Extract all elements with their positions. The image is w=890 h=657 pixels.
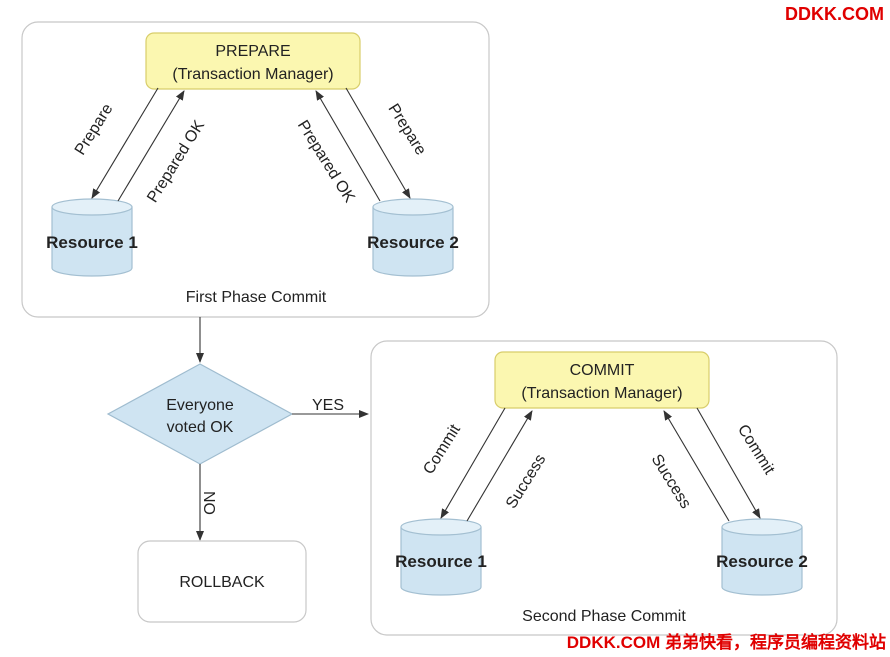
watermark-top: DDKK.COM (785, 4, 884, 24)
commit-manager-title: COMMIT (570, 362, 635, 379)
phase2-success-arrow-left (466, 410, 533, 522)
commit-manager-subtitle: (Transaction Manager) (521, 385, 682, 402)
decision-diamond (106, 363, 294, 465)
first-phase-panel (21, 21, 490, 318)
phase2-resource1-label: Resource 1 (395, 552, 487, 571)
prepare-manager-title: PREPARE (215, 43, 290, 60)
phase1-prepare-arrow-right (345, 87, 411, 199)
no-label: NO (200, 491, 217, 515)
phase2-commit-arrow-right (696, 407, 761, 519)
phase1-prepare-arrow-left (91, 87, 159, 199)
first-phase-caption: First Phase Commit (186, 289, 327, 306)
commit-manager-box (494, 351, 710, 409)
prepare-manager-subtitle: (Transaction Manager) (172, 66, 333, 83)
phase1-resource2-label: Resource 2 (367, 233, 459, 252)
rollback-label: ROLLBACK (179, 574, 265, 591)
phase1-prepared-ok-arrow-left (117, 90, 185, 202)
yes-label: YES (312, 397, 344, 414)
phase1-resource1-db (51, 198, 133, 277)
phase2-resource1-db (400, 518, 482, 596)
phase1-resource1-label: Resource 1 (46, 233, 138, 252)
second-phase-caption: Second Phase Commit (522, 608, 686, 625)
phase2-commit-arrow-left (440, 407, 506, 519)
second-phase-panel (370, 340, 838, 636)
phase1-prepared-ok-arrow-right (315, 90, 381, 202)
phase2-success-arrow-right (663, 410, 730, 522)
decision-line2: voted OK (167, 419, 234, 436)
rollback-box (137, 540, 307, 623)
phase2-resource2-db (721, 518, 803, 596)
watermark-bottom: DDKK.COM 弟弟快看，程序员编程资料站 (566, 633, 886, 652)
decision-line1: Everyone (166, 397, 234, 414)
phase2-resource2-label: Resource 2 (716, 552, 808, 571)
prepare-manager-box (145, 32, 361, 90)
phase1-resource2-db (372, 198, 454, 277)
